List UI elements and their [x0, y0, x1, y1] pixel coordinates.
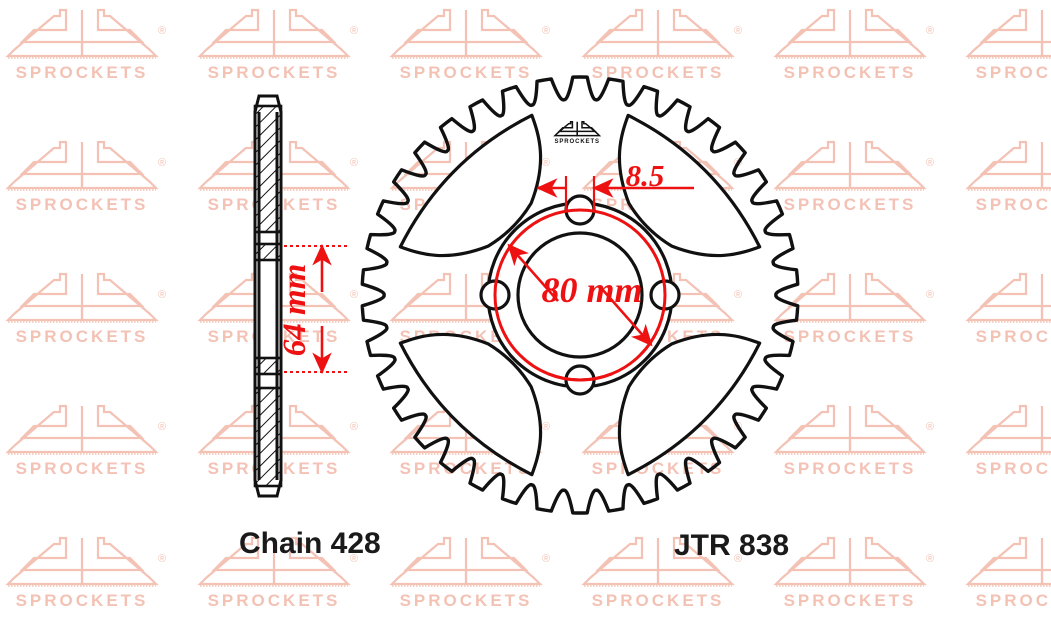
spoke-cutout-4 — [398, 332, 543, 477]
bolt-circle-arrow-right — [601, 288, 653, 347]
centre-bore — [516, 231, 644, 359]
dimension-label-bolt-hole-diameter: 8.5 — [626, 158, 665, 193]
dimension-annotations: 8.5 80 mm 64 mm — [277, 158, 694, 382]
dimension-label-bolt-circle-diameter: 80 mm — [541, 270, 642, 310]
section-hatch-1 — [253, 104, 283, 234]
chain-caption: Chain 428 — [239, 527, 381, 560]
bolt-circle-arrow-left — [507, 243, 559, 302]
spoke-cutout-1 — [398, 113, 543, 258]
section-hatch-4 — [253, 386, 283, 488]
section-hatch-2 — [253, 242, 283, 262]
sprocket-geometry — [253, 75, 800, 515]
bolt-circle-lower-arc — [547, 372, 613, 382]
part-number-caption: JTR 838 — [674, 529, 789, 562]
face-logo: SPROCKETS — [553, 121, 602, 145]
section-hatch-3 — [253, 356, 283, 376]
spoke-cutout-2 — [617, 113, 762, 258]
spoke-cutout-3 — [617, 332, 762, 477]
svg-text:SPROCKETS: SPROCKETS — [554, 139, 599, 145]
sprocket-teeth-outline — [360, 75, 800, 515]
dimension-label-centre-bore-height: 64 mm — [277, 264, 313, 357]
